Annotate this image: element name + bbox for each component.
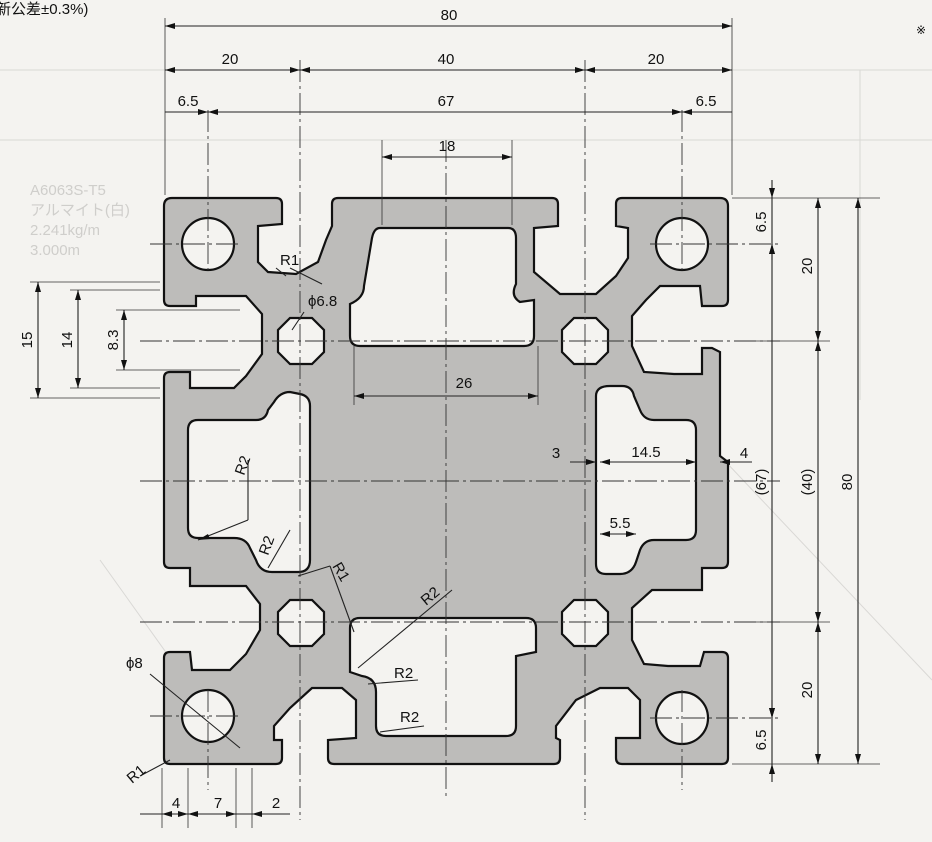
ghost-finish: アルマイト(白) [30, 202, 130, 219]
corner-mark: ※ [916, 23, 926, 37]
left-dimensions: 15 14 8.3 [19, 281, 240, 399]
dim-bottom-2: 2 [272, 795, 280, 812]
callout-r2-left: R2 [232, 454, 255, 478]
right-inner-cavity [594, 384, 698, 576]
dim-left-15: 15 [19, 332, 36, 349]
dim-overall-width: 80 [441, 7, 458, 24]
center-lines [140, 60, 780, 820]
ghost-alloy: A6063S-T5 [30, 182, 106, 199]
dim-inner-145: 14.5 [631, 444, 660, 461]
dim-wall-4: 4 [740, 445, 748, 462]
dim-right-top-offset: 6.5 [753, 212, 770, 233]
dim-bore-span: 67 [438, 93, 455, 110]
tolerance-note: 新公差±0.3%) [0, 1, 88, 18]
callout-r2-bottom-mid: R2 [394, 665, 413, 682]
dim-inner-55: 5.5 [610, 515, 631, 532]
dim-right-middle: (40) [799, 469, 816, 496]
inner-dimensions: 26 3 14.5 4 5.5 [353, 346, 752, 537]
dim-bore-offset-right: 6.5 [696, 93, 717, 110]
dim-bottom-7: 7 [214, 795, 222, 812]
dim-left-section: 20 [222, 51, 239, 68]
dim-bore-offset-left: 6.5 [178, 93, 199, 110]
dim-right-overall: 80 [839, 474, 856, 491]
top-dimensions: 80 20 40 20 6.5 67 6.5 18 [164, 7, 733, 225]
right-dimensions: 6.5 (67) 20 (40) 20 80 6.5 [732, 180, 880, 782]
left-inner-cavity [186, 390, 312, 574]
dim-right-span: (67) [753, 469, 770, 496]
dim-top-slot: 18 [439, 138, 456, 155]
callout-r1-top: R1 [280, 252, 299, 269]
dim-inner-26: 26 [456, 375, 473, 392]
dim-right-lower: 20 [799, 682, 816, 699]
dim-right-upper: 20 [799, 258, 816, 275]
dim-right-section: 20 [648, 51, 665, 68]
ghost-weight: 2.241kg/m [30, 222, 100, 239]
dim-wall-3: 3 [552, 445, 560, 462]
bottom-dimensions: 4 7 2 [140, 768, 290, 828]
callout-phi8: ϕ8 [126, 655, 143, 672]
dim-bottom-4: 4 [172, 795, 180, 812]
top-inner-cavity [348, 226, 536, 348]
callout-r1-bottom-left: R1 [124, 762, 150, 787]
dim-right-bottom-offset: 6.5 [753, 730, 770, 751]
dim-middle-section: 40 [438, 51, 455, 68]
ghost-length: 3.000m [30, 242, 80, 259]
tap-hole-lower-left [276, 598, 326, 648]
callout-phi68: ϕ6.8 [308, 293, 337, 310]
callout-r2-left-lower: R2 [256, 534, 279, 558]
bottom-inner-cavity [348, 616, 538, 738]
dim-left-14: 14 [59, 332, 76, 349]
dim-left-83: 8.3 [105, 330, 122, 351]
callout-r2-bottom: R2 [400, 709, 419, 726]
